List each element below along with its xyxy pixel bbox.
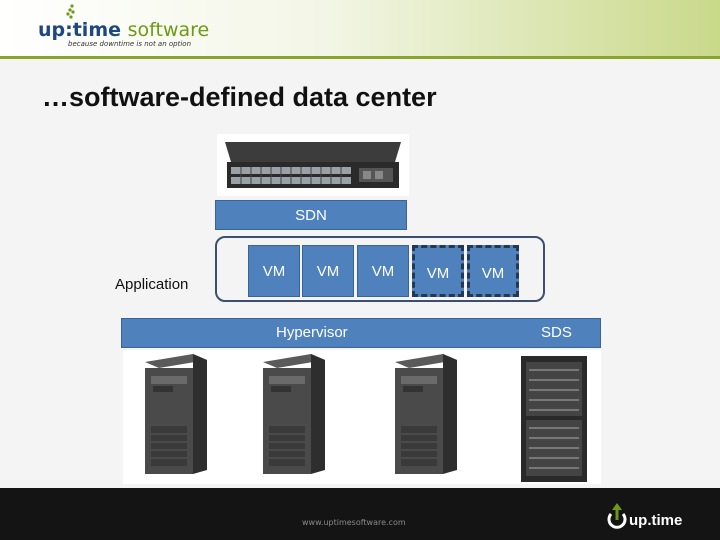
tower-server-icon	[263, 354, 325, 474]
logo-main-text: up:time	[38, 19, 121, 41]
vm-box: VM	[248, 245, 300, 297]
tower-server-icon	[145, 354, 207, 474]
up-arrow-power-icon	[606, 500, 628, 530]
vm-box: VM	[357, 245, 409, 297]
footer-logo: up.time	[629, 512, 682, 529]
sds-label: SDS	[541, 324, 572, 341]
hypervisor-label: Hypervisor	[276, 324, 348, 341]
application-label: Application	[115, 276, 188, 293]
storage-rack-icon	[521, 356, 587, 482]
network-switch-image	[217, 134, 409, 196]
logo: up:time software	[38, 19, 209, 41]
sdn-box: SDN	[215, 200, 407, 230]
tower-server-icon	[395, 354, 457, 474]
vm-box-dashed: VM	[412, 245, 464, 297]
header-divider	[0, 56, 720, 59]
vm-box-dashed: VM	[467, 245, 519, 297]
logo-tagline: because downtime is not an option	[68, 40, 191, 48]
servers-image	[123, 350, 601, 484]
vm-box: VM	[302, 245, 354, 297]
logo-soft-text: software	[128, 19, 210, 41]
footer-url: www.uptimesoftware.com	[302, 518, 406, 527]
slide-title: …software-defined data center	[42, 82, 437, 113]
hypervisor-bar	[121, 318, 601, 348]
